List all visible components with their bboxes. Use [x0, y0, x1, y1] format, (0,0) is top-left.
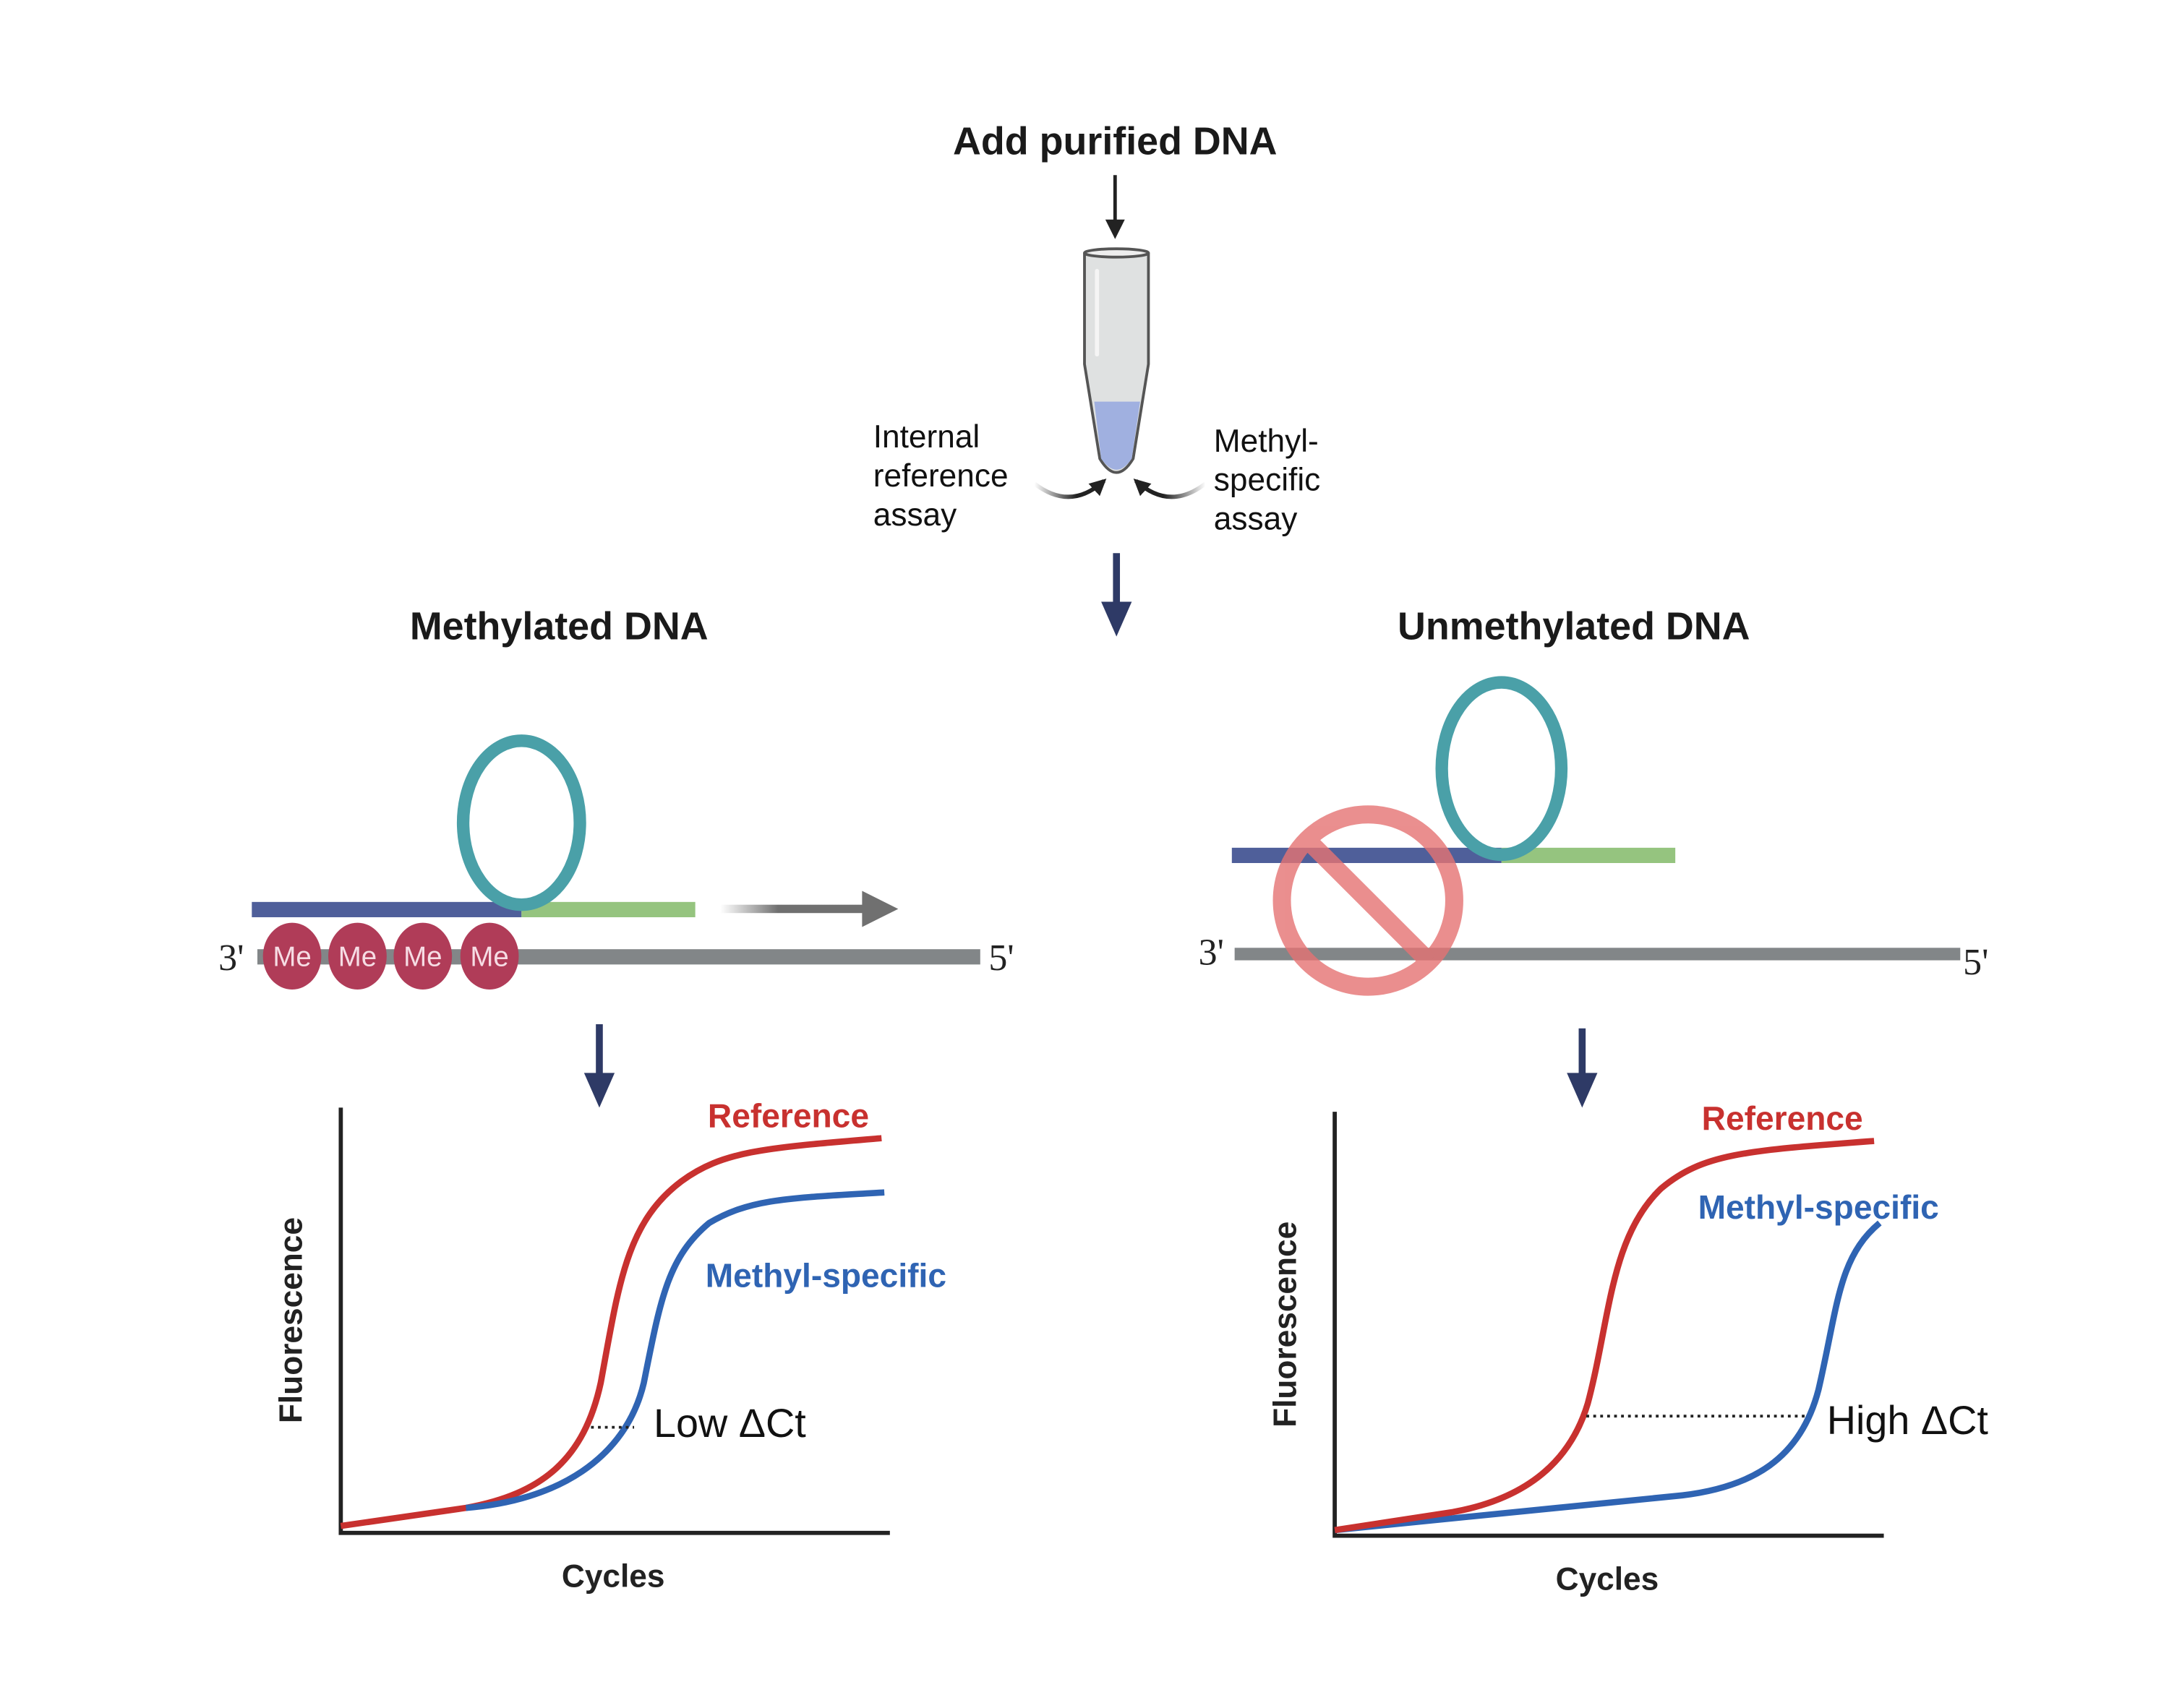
flow-arrow-icon	[1101, 553, 1132, 637]
label-line: reference	[873, 458, 1009, 494]
legend-reference: Reference	[708, 1097, 869, 1134]
reference-curve	[1334, 1138, 1875, 1534]
reference-curve	[340, 1135, 882, 1529]
legend-methyl-specific: Methyl-specific	[1698, 1188, 1939, 1226]
five-prime-label: 5'	[1963, 942, 1988, 983]
extension-arrow-icon	[720, 891, 899, 927]
header-title: Add purified DNA	[953, 119, 1278, 163]
unmethylated-amplification-chart: Reference Methyl-specific High ΔCt Cycle…	[1267, 1099, 1988, 1597]
tube-label-right: Methyl- specific assay	[1214, 424, 1320, 537]
five-prime-label: 5'	[988, 937, 1014, 979]
unmethylated-dna-schematic: 3' 5'	[1199, 676, 1988, 996]
three-prime-label: 3'	[1199, 932, 1224, 973]
delta-ct-label: Low ΔCt	[654, 1401, 806, 1446]
probe-tail	[521, 901, 696, 917]
probe-loop	[1435, 676, 1568, 862]
y-axis-label: Fluorescence	[1267, 1222, 1303, 1428]
label-line: specific	[1214, 463, 1320, 498]
methyl-mark: Me	[460, 922, 519, 990]
methyl-specific-curve	[466, 1189, 885, 1511]
methylated-amplification-chart: Reference Methyl-specific Low ΔCt Cycles…	[274, 1097, 946, 1594]
test-tube-icon	[1083, 247, 1150, 474]
label-line: assay	[873, 497, 957, 533]
methyl-mark: Me	[393, 922, 453, 990]
label-line: assay	[1214, 502, 1298, 537]
methylated-dna-schematic: 3' 5' Me Me Me Me	[218, 734, 1014, 990]
template-strand	[1234, 948, 1961, 961]
me-label: Me	[338, 941, 377, 972]
down-arrow-icon	[1105, 175, 1125, 239]
me-label: Me	[273, 941, 311, 972]
me-label: Me	[470, 941, 508, 972]
chart-axes	[338, 1107, 890, 1535]
prohibited-icon	[1272, 805, 1463, 996]
x-axis-label: Cycles	[1556, 1562, 1659, 1597]
methyl-specific-curve	[1334, 1220, 1882, 1534]
curved-arrow-icon	[1133, 479, 1207, 499]
methyl-mark: Me	[328, 922, 387, 990]
x-axis-label: Cycles	[562, 1559, 665, 1595]
methyl-mark: Me	[262, 922, 322, 990]
primer	[252, 901, 522, 917]
probe-tail	[1501, 847, 1676, 863]
tube-label-left: Internal reference assay	[873, 419, 1009, 533]
curved-arrow-icon	[1033, 479, 1107, 499]
probe-loop	[456, 734, 586, 911]
y-axis-label: Fluorescence	[274, 1217, 309, 1423]
flow-arrow-icon	[583, 1024, 615, 1108]
label-line: Internal	[873, 419, 980, 455]
flow-arrow-icon	[1567, 1028, 1598, 1108]
three-prime-label: 3'	[218, 937, 244, 979]
primer	[1231, 847, 1502, 863]
delta-ct-label: High ΔCt	[1827, 1398, 1989, 1443]
unmethylated-title: Unmethylated DNA	[1398, 604, 1750, 648]
chart-axes	[1332, 1112, 1884, 1538]
methylated-title: Methylated DNA	[410, 604, 709, 648]
label-line: Methyl-	[1214, 424, 1319, 459]
me-label: Me	[403, 941, 442, 972]
legend-reference: Reference	[1702, 1099, 1863, 1137]
legend-methyl-specific: Methyl-specific	[706, 1256, 946, 1294]
